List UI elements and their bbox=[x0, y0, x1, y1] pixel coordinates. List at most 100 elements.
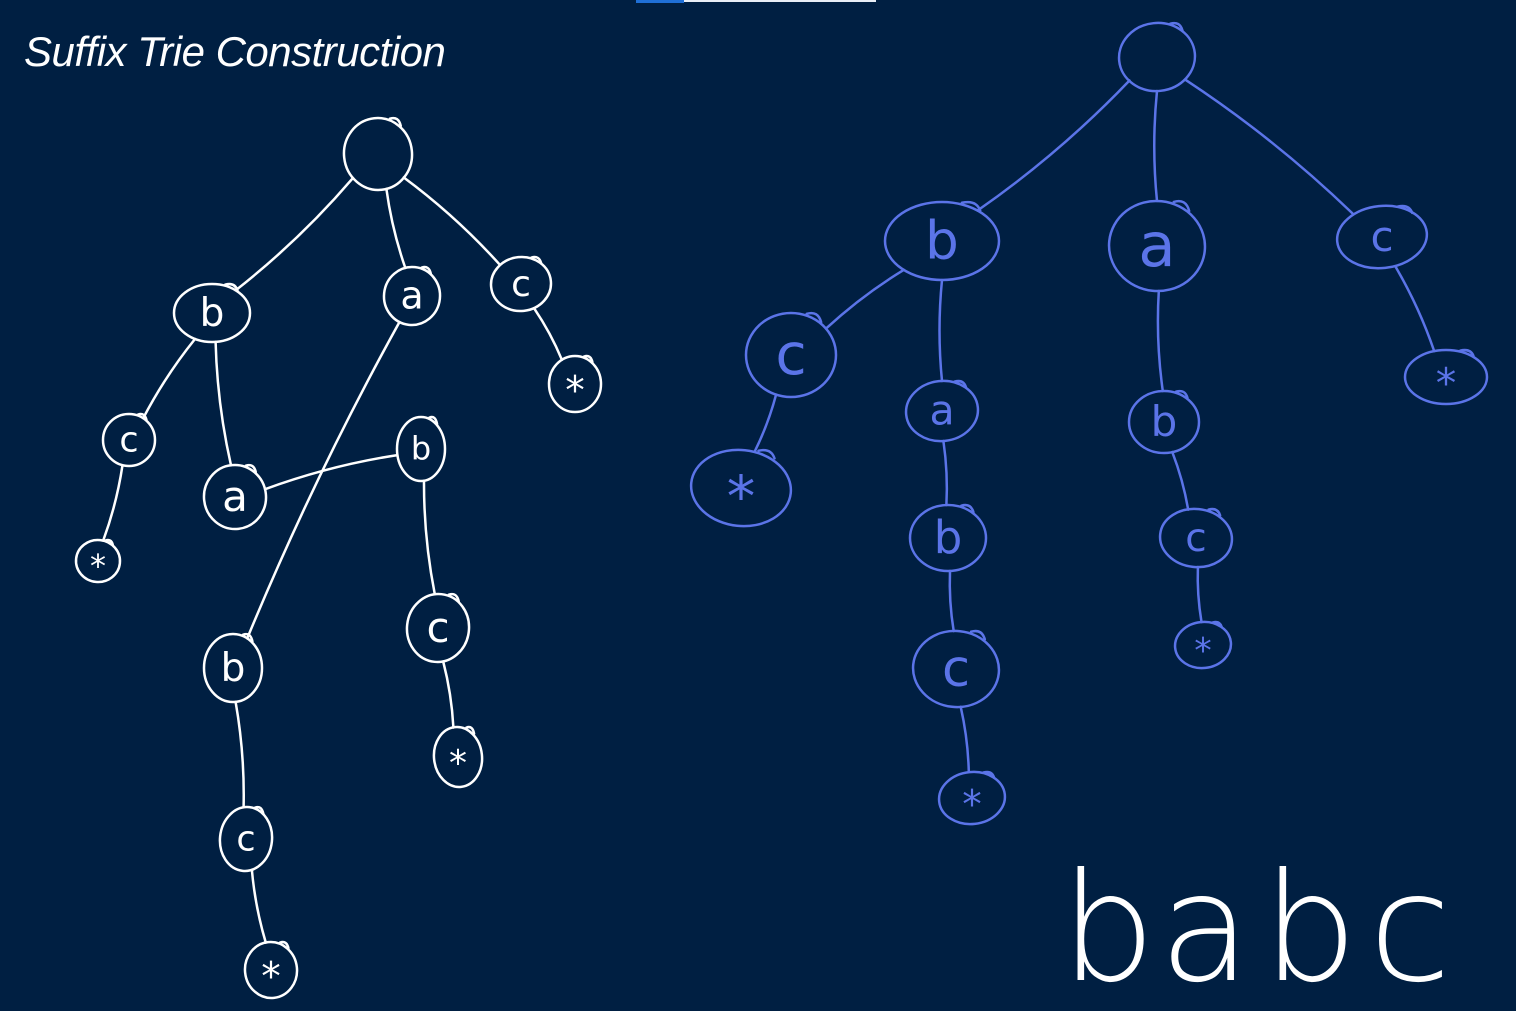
node-stroke-tick bbox=[1211, 620, 1224, 629]
node-label: a bbox=[1138, 210, 1175, 281]
node-label: c bbox=[236, 820, 255, 860]
node-label: b bbox=[200, 291, 225, 336]
node-circle bbox=[243, 940, 299, 1000]
right-trie-node: b bbox=[883, 200, 1001, 282]
left-trie-node: b bbox=[172, 282, 252, 344]
node-circle bbox=[342, 116, 414, 192]
left-trie-node: a bbox=[202, 463, 268, 531]
node-stroke-tick bbox=[1169, 21, 1184, 32]
left-trie-node: c bbox=[218, 805, 274, 873]
right-trie-edge bbox=[938, 278, 944, 383]
left-trie-edge bbox=[402, 176, 502, 267]
left-trie-edges bbox=[101, 176, 564, 944]
node-stroke-tick bbox=[969, 629, 987, 641]
left-trie-node: c bbox=[101, 412, 157, 468]
word-letter: a bbox=[1159, 842, 1251, 1011]
right-trie-edge bbox=[1153, 89, 1159, 203]
node-circle bbox=[1158, 507, 1234, 569]
word-letter: c bbox=[1369, 842, 1451, 1011]
node-circle bbox=[904, 379, 980, 443]
node-stroke-tick bbox=[757, 448, 776, 460]
right-trie-edge bbox=[959, 705, 971, 774]
node-label: * bbox=[449, 743, 467, 784]
node-circle bbox=[382, 265, 442, 327]
node-circle bbox=[689, 448, 793, 528]
right-trie-edge bbox=[1196, 565, 1203, 624]
word-letter: b bbox=[1060, 842, 1155, 1011]
node-circle bbox=[202, 463, 268, 531]
node-circle bbox=[1173, 620, 1233, 670]
node-circle bbox=[883, 200, 1001, 282]
node-stroke-tick bbox=[960, 200, 982, 212]
node-label: c bbox=[426, 603, 449, 652]
node-stroke-tick bbox=[530, 255, 543, 265]
node-stroke-tick bbox=[224, 282, 239, 292]
node-label: b bbox=[221, 646, 246, 691]
left-trie-edge bbox=[101, 463, 124, 542]
right-trie-edge bbox=[1171, 450, 1190, 511]
node-label: * bbox=[727, 465, 756, 531]
node-label: b bbox=[411, 430, 431, 468]
node-stroke-tick bbox=[420, 265, 433, 275]
node-circle bbox=[1107, 199, 1207, 293]
node-label: c bbox=[1370, 212, 1393, 261]
node-label: b bbox=[925, 210, 959, 271]
node-circle bbox=[937, 770, 1007, 826]
node-stroke-tick bbox=[1207, 507, 1222, 517]
node-label: c bbox=[119, 421, 138, 461]
node-stroke-tick bbox=[241, 632, 254, 643]
left-trie-root-node bbox=[342, 116, 414, 192]
node-label: b bbox=[934, 511, 963, 564]
right-trie-edge bbox=[1156, 289, 1165, 393]
node-stroke-tick bbox=[136, 412, 148, 421]
node-circle bbox=[908, 503, 988, 573]
top-progress-accent bbox=[636, 0, 684, 3]
left-trie-node: a bbox=[382, 265, 442, 327]
node-stroke-tick bbox=[1396, 204, 1414, 215]
node-circle bbox=[405, 592, 471, 664]
node-label: * bbox=[1436, 360, 1457, 408]
node-stroke-tick bbox=[465, 725, 476, 735]
right-trie-edge bbox=[1184, 78, 1354, 215]
right-trie-root-node bbox=[1117, 21, 1197, 93]
node-circle bbox=[1117, 21, 1197, 93]
right-trie-edge bbox=[942, 439, 949, 507]
node-stroke-tick bbox=[582, 354, 594, 364]
node-circle bbox=[547, 354, 603, 414]
left-trie-edge bbox=[532, 307, 564, 362]
right-trie-edge bbox=[948, 569, 955, 633]
node-circle bbox=[395, 415, 447, 483]
right-trie-edge bbox=[824, 268, 905, 330]
node-label: c bbox=[511, 264, 531, 305]
node-label: * bbox=[962, 783, 982, 828]
word-letter: b bbox=[1262, 842, 1357, 1011]
left-trie-edge bbox=[263, 453, 399, 491]
node-stroke-tick bbox=[244, 463, 258, 474]
node-stroke-tick bbox=[953, 379, 968, 389]
right-trie-edge bbox=[1394, 265, 1436, 353]
right-trie-node: c bbox=[1158, 507, 1234, 569]
left-trie-edge bbox=[234, 700, 245, 809]
node-circle bbox=[101, 412, 157, 468]
node-label: a bbox=[400, 274, 423, 318]
left-trie-edge bbox=[141, 337, 197, 420]
left-trie-node: b bbox=[202, 632, 264, 704]
left-trie-edge bbox=[385, 187, 407, 270]
node-stroke-tick bbox=[1459, 348, 1475, 358]
node-circle bbox=[432, 725, 484, 789]
left-trie-node: c bbox=[489, 255, 553, 313]
right-trie-node: c bbox=[911, 629, 1001, 709]
node-stroke-tick bbox=[428, 415, 439, 426]
left-trie-edge bbox=[214, 340, 233, 467]
node-stroke-tick bbox=[982, 770, 996, 779]
left-trie-node: * bbox=[74, 538, 122, 585]
node-label: a bbox=[222, 472, 248, 521]
page-title: Suffix Trie Construction bbox=[24, 28, 446, 75]
node-stroke-tick bbox=[388, 116, 403, 128]
node-stroke-tick bbox=[1172, 199, 1191, 213]
node-label: * bbox=[1194, 632, 1212, 672]
